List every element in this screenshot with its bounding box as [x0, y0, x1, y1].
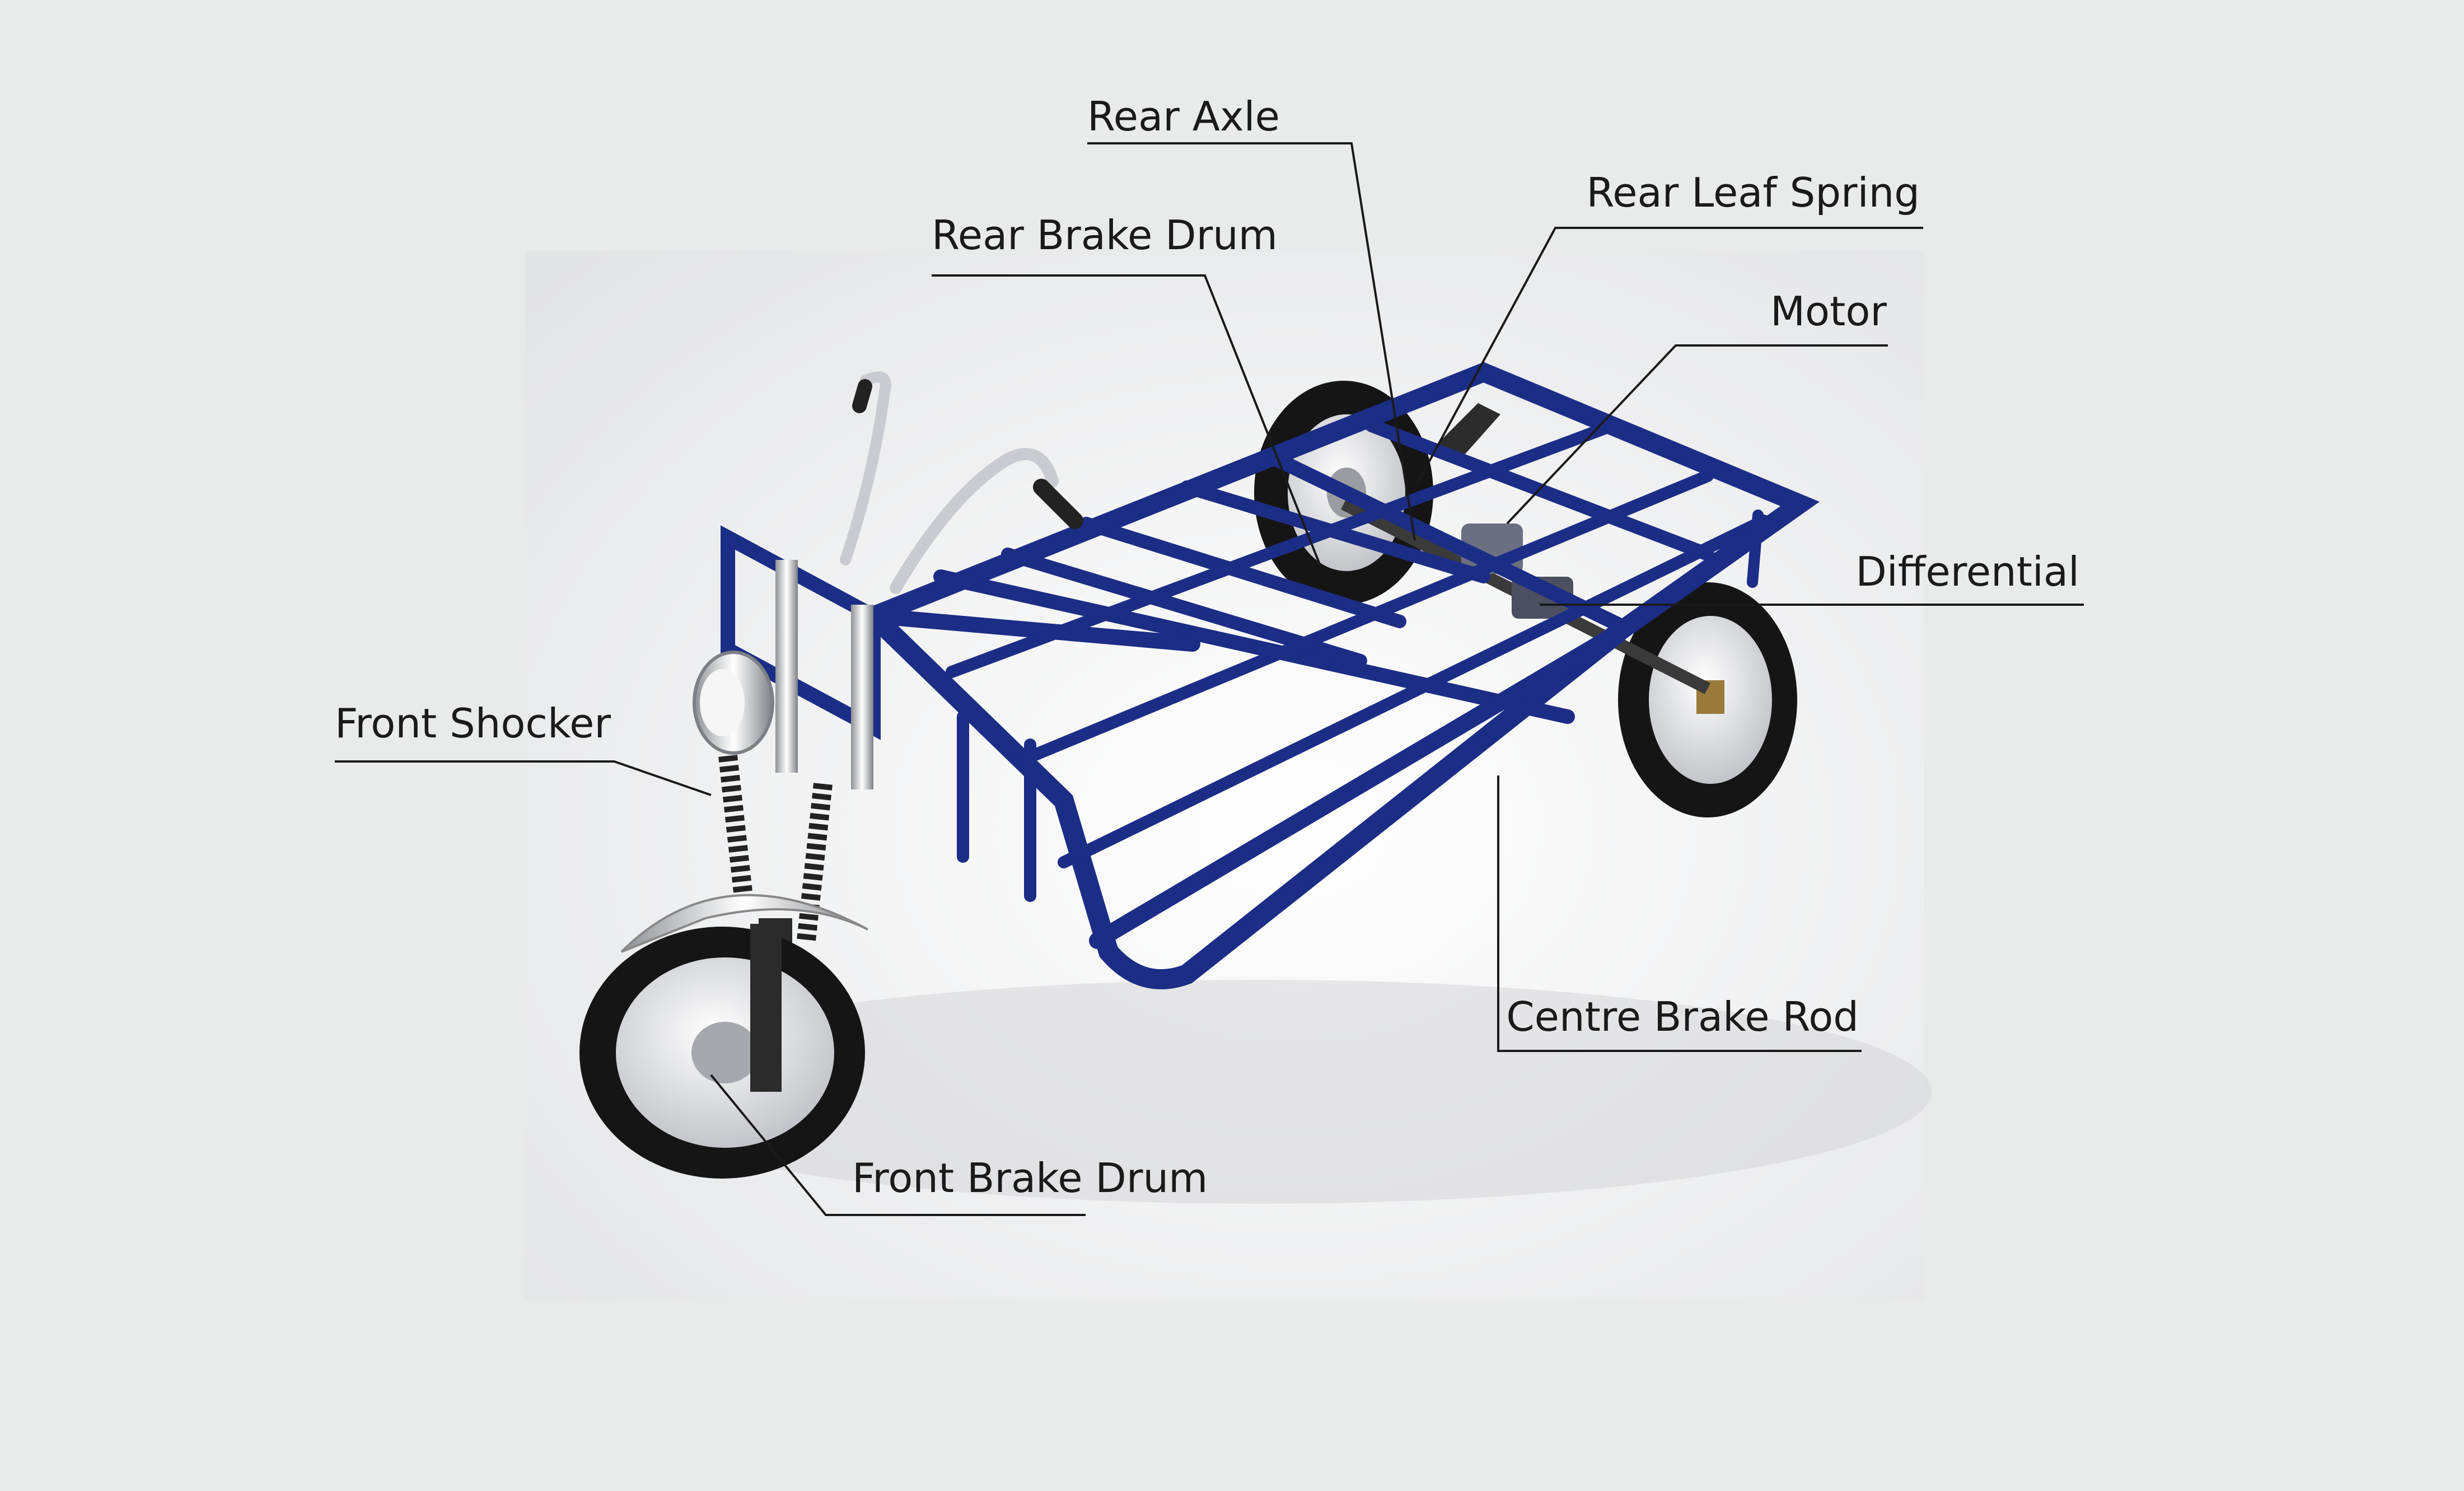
- handlebars: [840, 371, 1083, 594]
- label-front-shocker: Front Shocker: [335, 700, 611, 747]
- label-differential: Differential: [1855, 548, 2079, 595]
- label-rear-leaf-spring: Rear Leaf Spring: [1586, 169, 1920, 216]
- leader-rear-brake-drum: [932, 274, 1321, 566]
- leader-centre-brake-rod: [1497, 775, 1862, 1052]
- leader-front-brake-drum: [710, 1074, 1086, 1216]
- leader-rear-axle: [1087, 142, 1416, 541]
- label-rear-brake-drum: Rear Brake Drum: [932, 212, 1278, 259]
- label-rear-axle: Rear Axle: [1087, 93, 1280, 140]
- ground-shadow: [588, 980, 1932, 1204]
- label-front-brake-drum: Front Brake Drum: [852, 1155, 1208, 1202]
- leader-motor: [1506, 344, 1888, 525]
- label-motor: Motor: [1770, 288, 1887, 335]
- leader-rear-leaf-spring: [1414, 227, 1923, 488]
- headlamp: [693, 651, 774, 755]
- leader-lines: [335, 142, 2084, 1216]
- label-centre-brake-rod: Centre Brake Rod: [1506, 993, 1859, 1040]
- leader-front-shocker: [335, 760, 712, 796]
- rear-right-wheel: [1618, 582, 1797, 817]
- front-wheel: [579, 894, 868, 1179]
